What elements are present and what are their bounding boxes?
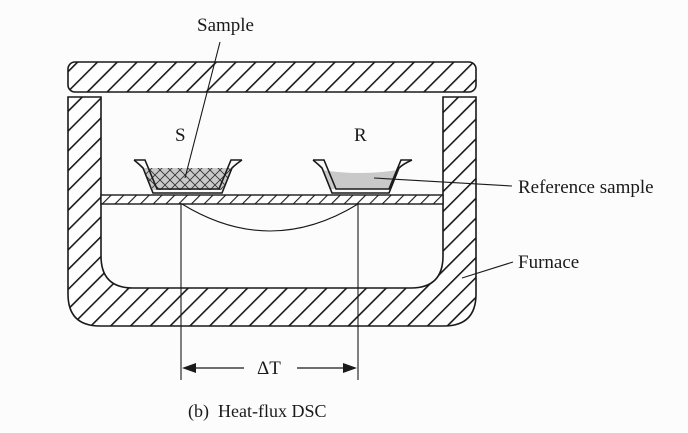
delta-t-label: ΔT [257,358,281,379]
delta-t-arrow [182,363,357,373]
sample-pan [133,159,243,194]
reference-sample-leader-line [373,177,513,187]
r-label: R [354,125,367,146]
reference-pan [312,159,413,194]
sample-leader-line [184,41,221,179]
figure-caption: (b) Heat-flux DSC [188,401,326,422]
s-label: S [175,125,186,146]
furnace-lid [67,61,477,93]
furnace-label: Furnace [518,252,579,273]
furnace-leader-line [461,261,514,279]
reference-sample-label: Reference sample [518,177,654,198]
heat-flow-arc [181,203,359,232]
furnace-body [67,96,477,327]
thermoelectric-disc [100,194,444,205]
sample-label: Sample [197,15,254,36]
